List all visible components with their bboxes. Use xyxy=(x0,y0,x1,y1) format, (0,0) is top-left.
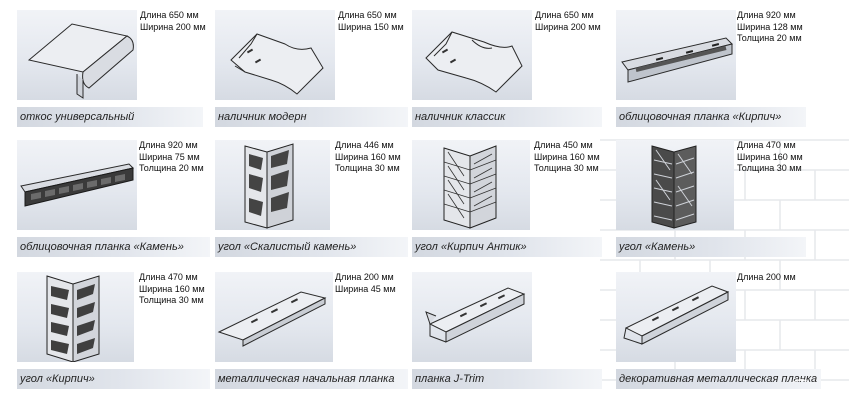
spec-width: Ширина 200 мм xyxy=(140,21,206,32)
stone-corner-icon xyxy=(651,145,697,229)
stone-facing-strip-icon xyxy=(20,163,134,207)
product-caption: угол «Скалистый камень» xyxy=(215,237,408,257)
product-caption: металлическая начальная планка xyxy=(215,369,408,389)
product-specs: Длина 446 мм Ширина 160 мм Толщина 30 мм xyxy=(335,140,401,175)
product-caption: угол «Кирпич» xyxy=(17,369,210,389)
metal-starter-strip-icon xyxy=(217,291,327,347)
product-caption: откос универсальный xyxy=(17,107,203,127)
product-caption: угол «Кирпич Антик» xyxy=(412,237,602,257)
product-image xyxy=(616,140,734,230)
spec-width: Ширина 150 мм xyxy=(338,21,404,32)
product-image xyxy=(215,272,333,362)
product-specs: Длина 470 мм Ширина 160 мм Толщина 30 мм xyxy=(737,140,803,175)
product-image xyxy=(17,10,137,100)
spec-length: Длина 650 мм xyxy=(535,10,594,20)
product-image xyxy=(17,140,137,230)
product-image xyxy=(215,140,330,230)
j-trim-strip-icon xyxy=(425,287,526,343)
spec-width: Ширина 160 мм xyxy=(139,283,205,294)
product-caption: планка J-Trim xyxy=(412,369,602,389)
product-specs: Длина 450 мм Ширина 160 мм Толщина 30 мм xyxy=(534,140,600,175)
brick-facing-strip-icon xyxy=(621,37,733,83)
product-caption: наличник модерн xyxy=(215,107,408,127)
spec-thickness: Толщина 30 мм xyxy=(737,163,802,173)
brick-corner-icon xyxy=(46,275,100,362)
spec-thickness: Толщина 20 мм xyxy=(139,163,204,173)
spec-length: Длина 200 мм xyxy=(737,272,796,282)
spec-width: Ширина 75 мм xyxy=(139,151,200,162)
product-image xyxy=(412,10,532,100)
spec-thickness: Толщина 20 мм xyxy=(737,33,802,43)
product-image xyxy=(17,272,134,362)
product-image xyxy=(616,272,736,362)
spec-thickness: Толщина 30 мм xyxy=(534,163,599,173)
product-caption: наличник классик xyxy=(412,107,602,127)
spec-thickness: Толщина 30 мм xyxy=(139,295,204,305)
product-image xyxy=(412,140,530,230)
watermark-logo-icon xyxy=(791,379,835,397)
product-image xyxy=(616,10,736,100)
product-specs: Длина 200 мм xyxy=(737,272,796,284)
product-specs: Длина 920 мм Ширина 128 мм Толщина 20 мм xyxy=(737,10,803,45)
spec-length: Длина 450 мм xyxy=(534,140,593,150)
spec-length: Длина 200 мм xyxy=(335,272,394,282)
spec-length: Длина 446 мм xyxy=(335,140,394,150)
product-specs: Длина 200 мм Ширина 45 мм xyxy=(335,272,396,295)
product-specs: Длина 650 мм Ширина 150 мм xyxy=(338,10,404,33)
product-specs: Длина 920 мм Ширина 75 мм Толщина 20 мм xyxy=(139,140,204,175)
spec-thickness: Толщина 30 мм xyxy=(335,163,400,173)
product-specs: Длина 650 мм Ширина 200 мм xyxy=(140,10,206,33)
product-caption: облицовочная планка «Кирпич» xyxy=(616,107,806,127)
product-caption: декоративная металлическая планка xyxy=(616,369,821,389)
classic-casing-profile-icon xyxy=(425,31,523,93)
decorative-metal-strip-icon xyxy=(623,285,730,345)
spec-length: Длина 470 мм xyxy=(737,140,796,150)
rocky-stone-corner-icon xyxy=(244,143,294,229)
product-caption: облицовочная планка «Камень» xyxy=(17,237,210,257)
modern-casing-profile-icon xyxy=(230,33,324,95)
spec-width: Ширина 160 мм xyxy=(534,151,600,162)
spec-length: Длина 650 мм xyxy=(140,10,199,20)
spec-length: Длина 920 мм xyxy=(139,140,198,150)
spec-width: Ширина 160 мм xyxy=(335,151,401,162)
product-caption: угол «Камень» xyxy=(616,237,806,257)
product-specs: Длина 650 мм Ширина 200 мм xyxy=(535,10,601,33)
spec-length: Длина 920 мм xyxy=(737,10,796,20)
spec-width: Ширина 45 мм xyxy=(335,283,396,294)
spec-length: Длина 470 мм xyxy=(139,272,198,282)
universal-slope-profile-icon xyxy=(27,23,134,99)
spec-width: Ширина 160 мм xyxy=(737,151,803,162)
spec-length: Длина 650 мм xyxy=(338,10,397,20)
product-image xyxy=(215,10,335,100)
product-specs: Длина 470 мм Ширина 160 мм Толщина 30 мм xyxy=(139,272,205,307)
product-image xyxy=(412,272,532,362)
antique-brick-corner-icon xyxy=(443,145,497,229)
spec-width: Ширина 200 мм xyxy=(535,21,601,32)
spec-width: Ширина 128 мм xyxy=(737,21,803,32)
